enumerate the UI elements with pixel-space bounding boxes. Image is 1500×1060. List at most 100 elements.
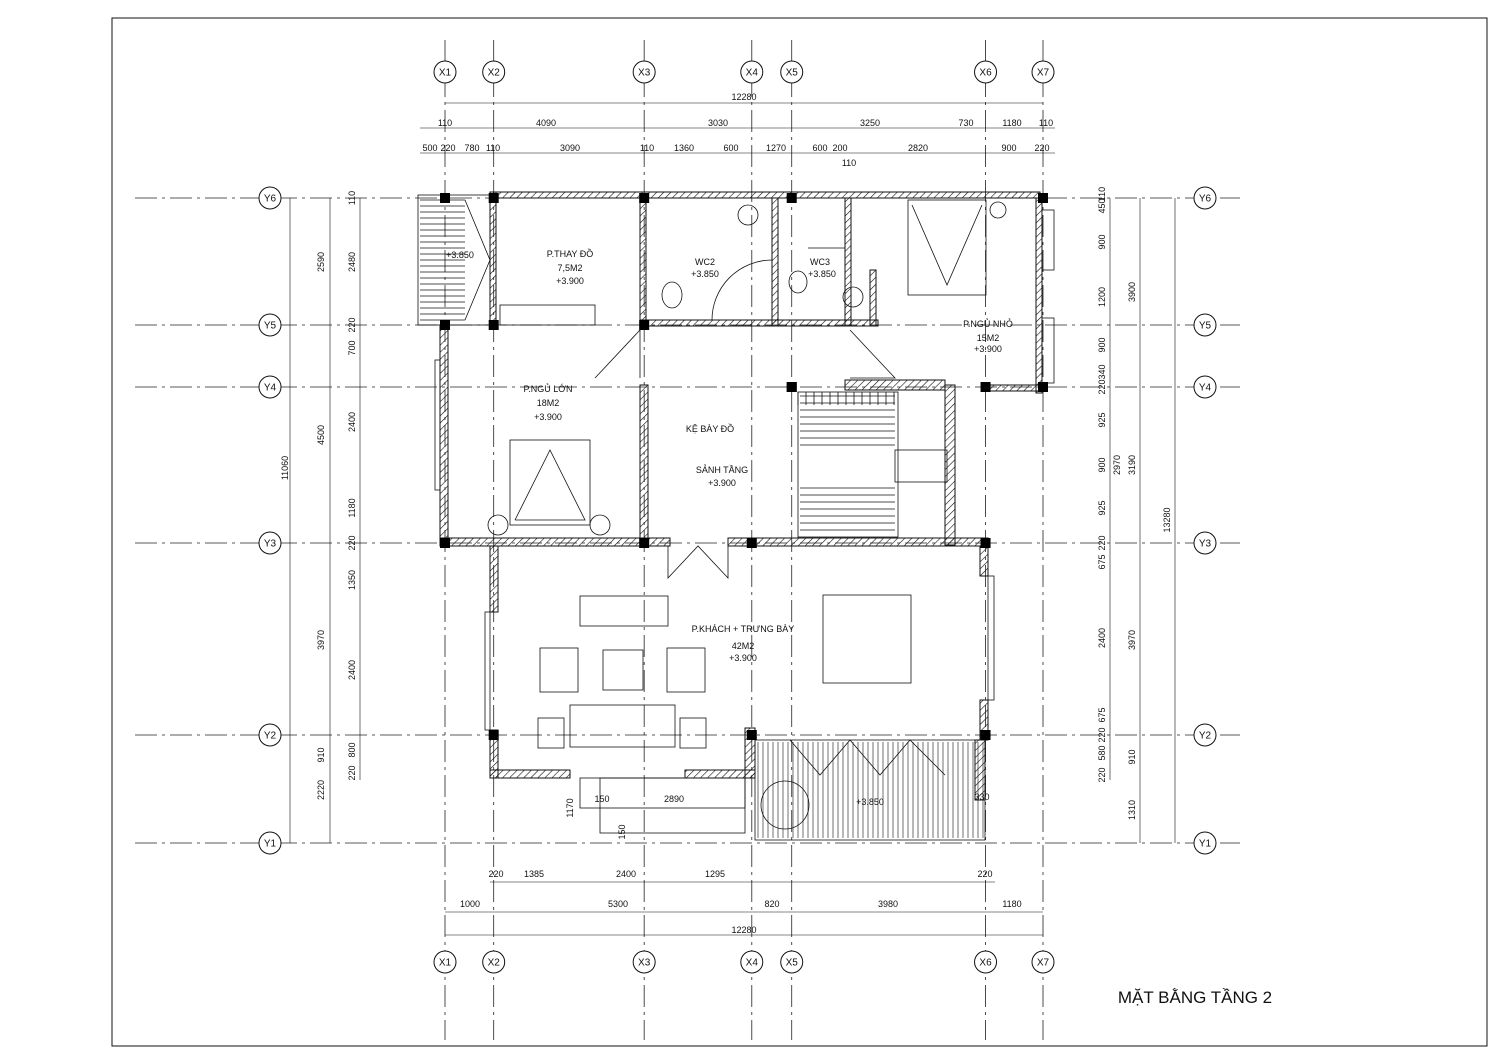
room-level-small-bedroom: +3.900 xyxy=(974,344,1002,354)
axis-bubble xyxy=(740,60,764,84)
dim-left-b: 110 xyxy=(347,191,357,205)
dim-misc: 1170 xyxy=(565,798,575,817)
dim-top-r1: 110 xyxy=(1039,118,1053,128)
dim-misc: 330 xyxy=(974,792,989,802)
dim-left-b: 800 xyxy=(347,742,357,757)
dims-right: 13280 3900 3190 3970 910 1310 450 110 90… xyxy=(1097,187,1172,820)
dim-left-a: 2590 xyxy=(316,252,326,272)
column xyxy=(440,320,450,330)
room-name-master-bedroom: P.NGỦ LỚN xyxy=(523,383,572,394)
room-level-wc3: +3.850 xyxy=(808,269,836,279)
dim-top-r1: 3250 xyxy=(860,118,880,128)
axis-label-x: X7 xyxy=(1037,958,1050,969)
dim-left-a: 3970 xyxy=(316,630,326,650)
dim-top-r2: 200 xyxy=(832,143,847,153)
dim-right-b: 1200 xyxy=(1097,287,1107,307)
dim-right-b: 580 xyxy=(1097,745,1107,760)
column xyxy=(488,193,499,203)
dim-right-b: 110 xyxy=(1097,187,1107,201)
level-balcony: +3.850 xyxy=(856,797,884,807)
dim-top-r1: 3030 xyxy=(708,118,728,128)
column xyxy=(980,382,991,392)
dim-left-overall: 11060 xyxy=(280,456,290,480)
dim-right-a: 3190 xyxy=(1127,455,1137,475)
axis-bubble xyxy=(780,60,804,84)
dim-right-b: 675 xyxy=(1097,554,1107,569)
stair-arrow xyxy=(464,199,491,321)
axis-label-y: Y4 xyxy=(1199,383,1212,394)
column xyxy=(786,382,797,392)
room-name-small-bedroom: P.NGỦ NHỎ xyxy=(963,318,1013,329)
dim-top-r2: 900 xyxy=(1001,143,1016,153)
axis-label-x: X4 xyxy=(746,68,759,79)
column xyxy=(488,320,499,330)
axis-label-x: X6 xyxy=(979,958,992,969)
column xyxy=(746,538,757,548)
axis-label-y: Y1 xyxy=(264,839,277,850)
column xyxy=(639,320,650,330)
axis-label-x: X2 xyxy=(488,958,501,969)
dim-misc: 150 xyxy=(594,794,609,804)
axis-label-x: X6 xyxy=(979,68,992,79)
dim-top-r2: 1270 xyxy=(766,143,786,153)
dim-left-b: 2480 xyxy=(347,252,357,272)
dim-top-r1: 4090 xyxy=(536,118,556,128)
axis-bubble xyxy=(1193,375,1217,399)
axis-label-y: Y5 xyxy=(1199,321,1212,332)
dim-top-r2: 3090 xyxy=(560,143,580,153)
axis-label-y: Y6 xyxy=(1199,194,1212,205)
dim-left-b: 910 xyxy=(316,747,326,762)
axis-bubble xyxy=(258,375,282,399)
axis-label-y: Y6 xyxy=(264,194,277,205)
dim-top-r2: 500 xyxy=(422,143,437,153)
dim-top-r1: 730 xyxy=(958,118,973,128)
stair-center xyxy=(797,391,948,538)
axis-bubble xyxy=(1193,531,1217,555)
column xyxy=(980,730,991,740)
column xyxy=(488,730,499,740)
dim-top-r2: 220 xyxy=(1034,143,1049,153)
axis-label-x: X1 xyxy=(439,68,452,79)
room-name-hall: SẢNH TẦNG xyxy=(696,464,748,475)
dim-left-b: 220 xyxy=(347,317,357,332)
dim-top-r1: 110 xyxy=(438,118,452,128)
room-level-master-bedroom: +3.900 xyxy=(534,412,562,422)
dim-left-a: 4500 xyxy=(316,425,326,445)
axis-bubble xyxy=(632,950,656,974)
dim-bottom-r1: 820 xyxy=(764,899,779,909)
dims-left: 11060 2590 4500 3970 2220 110 2480 220 7… xyxy=(280,191,357,800)
dim-right-b: 925 xyxy=(1097,500,1107,515)
dim-left-b: 700 xyxy=(347,340,357,355)
axis-bubble xyxy=(258,313,282,337)
axis-bubble xyxy=(258,723,282,747)
dim-right-b: 925 xyxy=(1097,412,1107,427)
furniture xyxy=(434,199,1055,834)
axis-bubble xyxy=(1031,60,1055,84)
axis-bubble xyxy=(1193,831,1217,855)
dim-top-r2: 600 xyxy=(812,143,827,153)
axis-bubble xyxy=(433,60,457,84)
sheet-border xyxy=(111,17,1488,1047)
dim-bottom-r2: 220 xyxy=(977,869,992,879)
dim-top-r2: 220 xyxy=(440,143,455,153)
dim-top-r2: 1360 xyxy=(674,143,694,153)
axis-bubble xyxy=(974,950,998,974)
axis-label-y: Y3 xyxy=(1199,539,1212,550)
room-area-dressing: 7,5M2 xyxy=(557,263,582,273)
axis-bubble xyxy=(482,950,506,974)
dim-right-b: 900 xyxy=(1097,337,1107,352)
dim-left-b: 1180 xyxy=(347,498,357,517)
dim-top-r2: 110 xyxy=(486,143,500,153)
dim-right-a: 1310 xyxy=(1127,800,1137,820)
dim-misc: 2890 xyxy=(664,794,684,804)
axis-bubble xyxy=(1193,723,1217,747)
dim-right-overall: 13280 xyxy=(1162,507,1172,532)
axis-bubble xyxy=(780,950,804,974)
axis-bubble xyxy=(433,950,457,974)
dim-right-a: 3900 xyxy=(1127,282,1137,302)
dim-bottom-r2: 1295 xyxy=(705,869,725,879)
axis-bubble xyxy=(1031,950,1055,974)
